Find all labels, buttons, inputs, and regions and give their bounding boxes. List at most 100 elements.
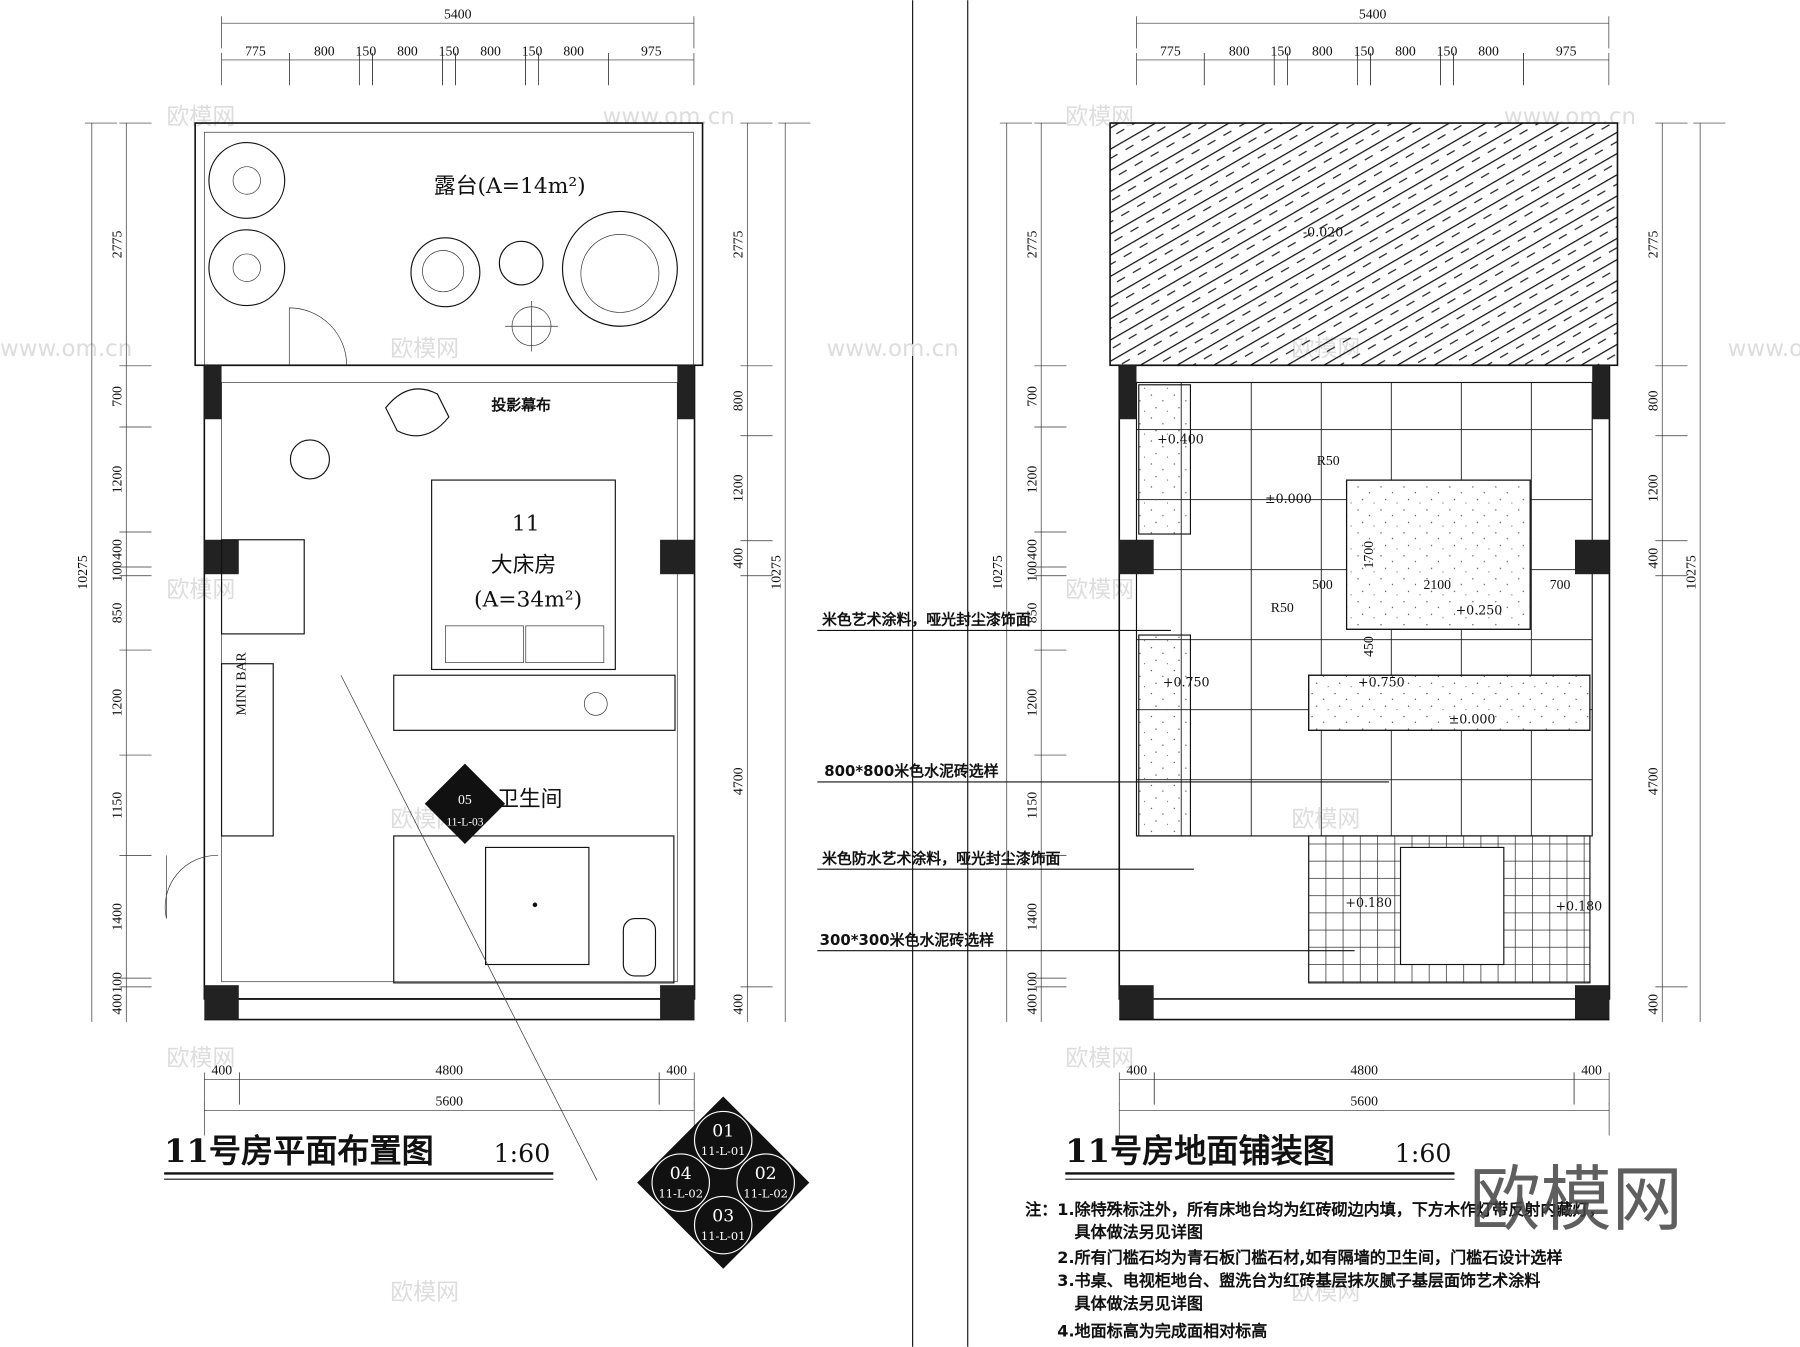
dimension-value: 1200 <box>1646 474 1661 502</box>
right-plan-scale: 1:60 <box>1395 1139 1452 1168</box>
svg-text:±0.000: ±0.000 <box>1449 711 1496 726</box>
dimension-value: 800 <box>1395 43 1416 58</box>
watermark-logo: 欧模网 <box>390 1280 459 1306</box>
svg-text:2100: 2100 <box>1423 577 1451 592</box>
watermark-logo: 欧模网 <box>1065 577 1134 603</box>
dimension-value: 100 <box>110 561 125 582</box>
index-symbol: 01 11-L-01 02 11-L-02 03 11-L-01 04 11-L… <box>637 1096 810 1269</box>
dimension-value: 800 <box>731 390 746 411</box>
dimension-value: 4800 <box>1350 1063 1378 1078</box>
svg-text:04: 04 <box>670 1164 692 1184</box>
watermark-logo: 欧模网 <box>1065 1046 1134 1072</box>
inner-dimensions: R50 1700 500 2100 700 R50 450 <box>1271 453 1571 657</box>
svg-text:+0.180: +0.180 <box>1555 899 1602 914</box>
dimension-value: 2775 <box>1025 231 1040 259</box>
svg-text:500: 500 <box>1312 577 1333 592</box>
desk-outline <box>393 674 676 731</box>
bed-outline <box>431 479 616 671</box>
svg-text:具体做法另见详图: 具体做法另见详图 <box>1074 1223 1203 1242</box>
dimension-value: 400 <box>110 539 125 560</box>
svg-text:11-L-02: 11-L-02 <box>743 1187 788 1201</box>
dimension-value: 800 <box>1646 390 1661 411</box>
callout-label: 米色艺术涂料，哑光封尘漆饰面 <box>822 611 1031 629</box>
svg-text:±0.000: ±0.000 <box>1265 491 1312 506</box>
dimension-value: 400 <box>1646 548 1661 569</box>
lounge-chair-icon <box>410 210 678 352</box>
dimension-value: 1150 <box>110 792 125 819</box>
dimension-total: 10275 <box>1684 555 1699 590</box>
room-number: 11 <box>512 512 540 537</box>
room-walls <box>203 364 696 1000</box>
side-table-icon <box>289 439 331 480</box>
dimension-value: 1200 <box>1025 466 1040 494</box>
svg-text:+0.400: +0.400 <box>1157 431 1204 446</box>
level-marks: +0.400 ±0.000 +0.250 +0.750 +0.750 ±0.00… <box>1157 431 1602 913</box>
watermark-url: www.om.cn <box>0 336 132 362</box>
dimension-value: 400 <box>731 994 746 1015</box>
watermark-url: www.om.cn <box>1728 336 1800 362</box>
watermark-logo: 欧模网 <box>166 1046 235 1072</box>
terrace-railing <box>203 131 694 366</box>
dimension-value: 150 <box>356 43 377 58</box>
svg-text:3.书桌、电视柜地台、盥洗台为红砖基层抹灰腻子基层面饰艺术涂: 3.书桌、电视柜地台、盥洗台为红砖基层抹灰腻子基层面饰艺术涂料 <box>1057 1271 1540 1290</box>
general-notes: 注： 1.除特殊标注外，所有床地台均为红砖砌边内填，下方木作灯带反射内藏灯， 具… <box>1025 1200 1604 1341</box>
dimension-value: 400 <box>731 548 746 569</box>
callout-label: 米色防水艺术涂料，哑光封尘漆饰面 <box>822 849 1061 867</box>
room-area: (A=34m²) <box>474 587 582 612</box>
svg-text:4.地面标高为完成面相对标高: 4.地面标高为完成面相对标高 <box>1057 1321 1267 1340</box>
svg-text:+0.750: +0.750 <box>1358 675 1405 690</box>
svg-text:03: 03 <box>712 1207 734 1227</box>
bathroom-label: 卫生间 <box>497 787 562 812</box>
svg-text:R50: R50 <box>1317 453 1340 468</box>
dimension-total: 5400 <box>1359 7 1387 22</box>
svg-text:11-L-01: 11-L-01 <box>701 1229 746 1243</box>
toilet-icon <box>622 918 657 977</box>
dimension-total: 5600 <box>1350 1094 1378 1109</box>
potted-plant-icon <box>208 141 286 307</box>
material-callouts: 米色艺术涂料，哑光封尘漆饰面 800*800米色水泥砖选样 米色防水艺术涂料，哑… <box>817 611 1390 952</box>
minibar-label: MINI BAR <box>234 651 249 715</box>
dimension-value: 1400 <box>110 903 125 931</box>
bed-platform <box>1345 479 1531 630</box>
shower-tray <box>485 846 590 966</box>
terrace-door <box>288 307 348 366</box>
dimension-value: 975 <box>641 43 662 58</box>
svg-text:1.除特殊标注外，所有床地台均为红砖砌边内填，下方木作灯带反: 1.除特殊标注外，所有床地台均为红砖砌边内填，下方木作灯带反射内藏灯， <box>1057 1200 1604 1219</box>
room-inner-wall <box>221 382 678 983</box>
svg-text:R50: R50 <box>1271 600 1294 615</box>
terrace-outline <box>194 122 704 367</box>
dimension-value: 775 <box>245 43 266 58</box>
dimension-value: 800 <box>397 43 418 58</box>
dimension-value: 150 <box>1437 43 1458 58</box>
dimension-value: 4800 <box>435 1063 463 1078</box>
watermark-url: www.om.cn <box>603 104 735 130</box>
dimension-value: 800 <box>480 43 501 58</box>
svg-text:700: 700 <box>1550 577 1571 592</box>
dimension-value: 400 <box>1646 994 1661 1015</box>
left-plan-scale: 1:60 <box>494 1139 551 1168</box>
dimension-value: 400 <box>1126 1063 1147 1078</box>
dimension-value: 800 <box>314 43 335 58</box>
dimension-total: 10275 <box>990 555 1005 590</box>
dimension-value: 2775 <box>110 231 125 259</box>
dimension-value: 1400 <box>1025 903 1040 931</box>
dimension-value: 800 <box>1312 43 1333 58</box>
tv-cabinet <box>220 539 305 635</box>
dimension-value: 100 <box>1025 972 1040 993</box>
dimension-value: 400 <box>666 1063 687 1078</box>
projection-screen-label: 投影幕布 <box>491 396 551 414</box>
level-mark: -0.020 <box>1303 225 1343 240</box>
entrance-door <box>164 855 219 919</box>
svg-text:11-L-02: 11-L-02 <box>658 1187 703 1201</box>
svg-text:01: 01 <box>712 1122 734 1142</box>
elevation-tag: 05 11-L-03 <box>424 763 506 844</box>
dimension-total: 5600 <box>435 1094 463 1109</box>
dimension-value: 775 <box>1160 43 1181 58</box>
svg-text:11-L-01: 11-L-01 <box>701 1144 746 1158</box>
callout-label: 300*300米色水泥砖选样 <box>820 931 994 949</box>
dimension-value: 400 <box>1581 1063 1602 1078</box>
armchair-icon <box>385 388 450 437</box>
